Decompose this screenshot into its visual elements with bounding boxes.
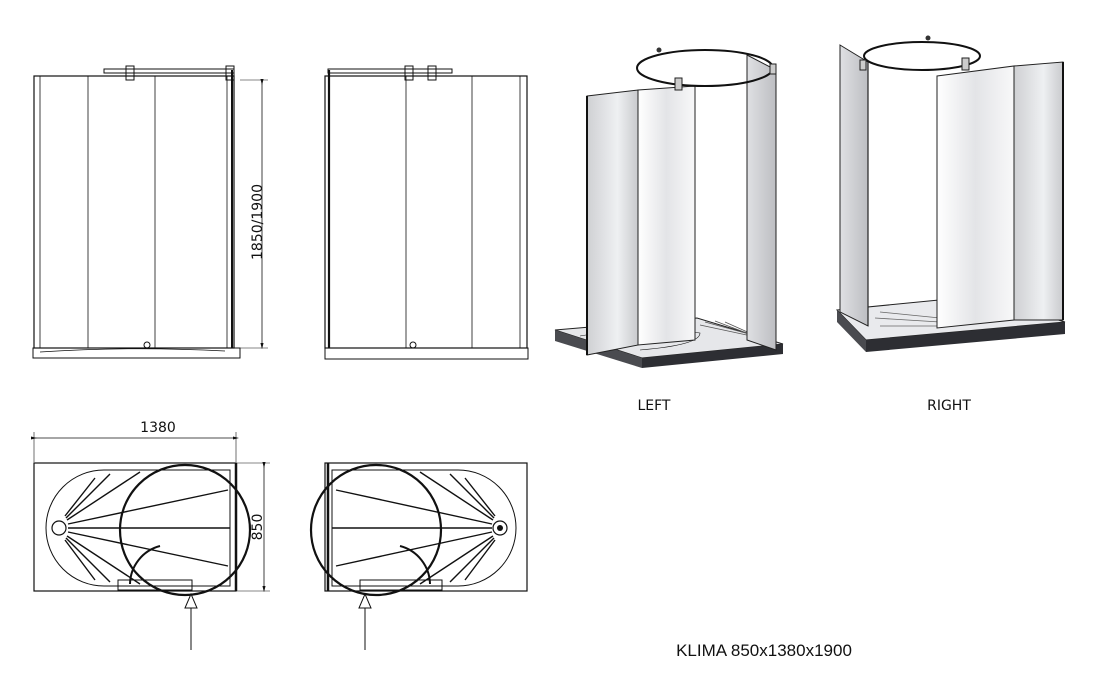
- glass-panel-outline-side: [324, 75, 528, 349]
- perspective-view-left: [554, 47, 784, 368]
- side-elevation-view: [324, 65, 529, 360]
- depth-dimension-label: 850: [250, 514, 266, 541]
- shower-tray-front: [32, 347, 241, 359]
- height-dimension-label: 1850/1900: [250, 184, 266, 260]
- plan-view-right: [309, 462, 528, 650]
- plan-view-left: 1380 850: [30, 420, 270, 650]
- glass-panel-outline: [33, 75, 235, 349]
- perspective-view-right: [835, 35, 1066, 352]
- top-rail: [103, 68, 235, 74]
- left-view-label: LEFT: [637, 398, 670, 414]
- product-title: KLIMA 850x1380x1900: [676, 641, 852, 660]
- right-view-label: RIGHT: [927, 398, 971, 414]
- shower-tray-side: [324, 347, 529, 360]
- width-dimension-label: 1380: [140, 420, 176, 436]
- front-elevation-view: 1850/1900: [32, 65, 268, 359]
